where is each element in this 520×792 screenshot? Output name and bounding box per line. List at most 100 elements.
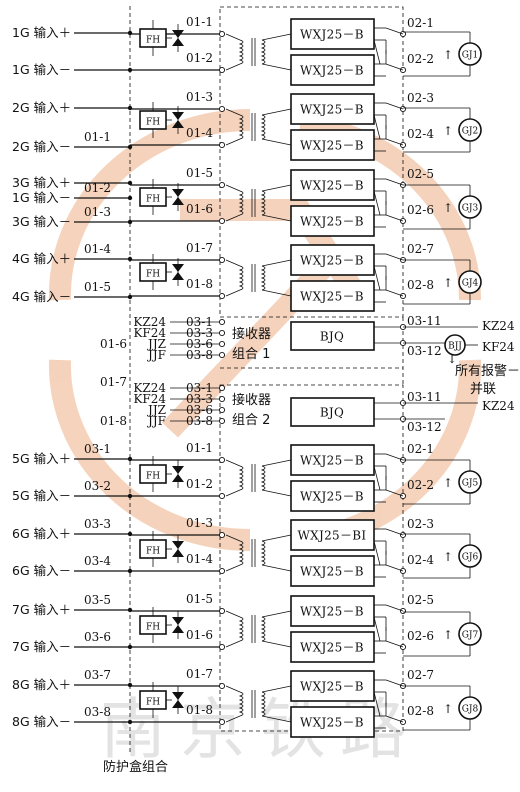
alarm-relay: GJ5↑ [403,459,482,505]
junction-dot [127,568,133,574]
output-terminal-label: 02-2 [407,478,434,492]
bjq-device-box [290,397,375,427]
junction-dot [127,531,133,537]
wxj-device-box [290,555,375,587]
alarm-relay: GJ6↑ [403,533,482,579]
input-terminal [218,30,226,38]
input-number: 03-6 [84,630,111,644]
transformer-coil [238,540,244,566]
contact-wire [385,453,404,461]
wxj-device-box [290,169,375,201]
input-label: 2G 输入＋ [12,100,71,115]
input-terminal [218,607,226,615]
transformer-coil [260,114,266,140]
transformer-coil [238,616,244,642]
up-arrow-icon: ↑ [443,550,453,564]
junction-dot [127,105,133,111]
transformer-lead [261,489,292,497]
output-terminal-label: 02-3 [407,91,434,105]
transformer-coil [260,465,266,491]
input-terminal [218,181,226,189]
receiver-name: 接收器 [232,326,271,342]
cross-wire [373,265,381,291]
transformer-lead [225,685,241,693]
wxj-device-label: WXJ25－B [300,64,364,78]
contact-wire [385,214,404,222]
transformer-lead [261,63,292,71]
contact-wire [385,253,404,261]
contact-wire [385,715,404,723]
transformer-coil [238,465,244,491]
input-label: 7G 输入＋ [12,602,71,617]
alarm-relay-label: GJ5 [462,479,479,489]
input-number: 03-8 [84,705,111,719]
receiver-name: 组合 1 [232,347,270,362]
alarm-relay-label: GJ1 [462,51,479,61]
up-arrow-icon: ↑ [443,48,453,62]
side-number: 01-7 [100,375,127,389]
bjq-device-label: BJQ [320,330,344,344]
transformer-lead [261,685,292,693]
input-number: 03-4 [84,554,111,568]
cross-wire [373,39,381,65]
output-terminal-label: 02-3 [407,517,434,531]
parallel-alarm-line1: 所有报警－ [455,363,520,379]
input-terminal [218,643,226,651]
transformer-coil [260,39,266,65]
fh-label: FH [146,472,160,482]
transformer [225,259,381,297]
transformer-lead [225,259,241,267]
transformer [225,33,381,71]
fh-label: FH [146,36,160,46]
wxj-device-box [290,54,375,86]
transformer-lead [225,289,241,297]
wxj-device-label: WXJ25－B [300,490,364,504]
footer-title: 防护盒组合 [103,759,168,775]
wxj-device-label: WXJ25－BI [298,529,367,543]
output-terminal-label: 02-1 [407,442,434,456]
output-terminal-label: 02-6 [407,203,434,217]
transformer-coil [238,691,244,717]
input-label: 5G 输入－ [12,488,71,503]
input-terminal [218,492,226,500]
input-label: 6G 输入－ [12,563,71,578]
input-terminal-label: 01-4 [186,552,213,566]
input-number: 03-2 [84,479,111,493]
transformer-coil [260,616,266,642]
wxj-device-box [290,129,375,161]
transformer [225,685,381,723]
contact-wire [385,564,404,572]
input-label: 8G 输入－ [12,714,71,729]
transformer-lead [225,138,241,146]
up-arrow-icon: ↑ [443,124,453,138]
transformer-lead [225,459,241,467]
junction-dot [127,607,133,613]
wxj-device-label: WXJ25－B [300,680,364,694]
kf24-label: KF24 [482,340,515,354]
input-number: 01-3 [84,205,111,219]
receiver-terminal [218,318,226,326]
transformer-lead [261,534,292,542]
input-terminal [218,141,226,149]
wxj-device-box [290,205,375,237]
wxj-device-label: WXJ25－B [300,716,364,730]
fh-unit: FH [139,254,184,290]
input-terminal [218,66,226,74]
transformer-lead [225,33,241,41]
relay-rows: 01-1WXJ25－B02-101-2WXJ25－B02-201-3WXJ25－… [130,15,434,738]
transformer-lead [225,564,241,572]
bjj-label: BJJ [448,342,462,352]
alarm-relay-label: GJ4 [462,279,479,289]
input-terminal-label: 01-3 [186,516,213,530]
wxj-device-label: WXJ25－B [300,28,364,42]
receiver-signal-label: KZ24 [133,381,166,395]
wxj-device-label: WXJ25－B [300,641,364,655]
output-terminal-label: 02-5 [407,593,434,607]
wxj-device-box [290,444,375,476]
receiver-signal-label: KZ24 [133,315,166,329]
junction-dot [127,219,133,225]
transformer-lead [261,640,292,648]
receiver-signal-label: KF24 [133,392,166,406]
input-label: 7G 输入－ [12,639,71,654]
junction-dot [127,294,133,300]
